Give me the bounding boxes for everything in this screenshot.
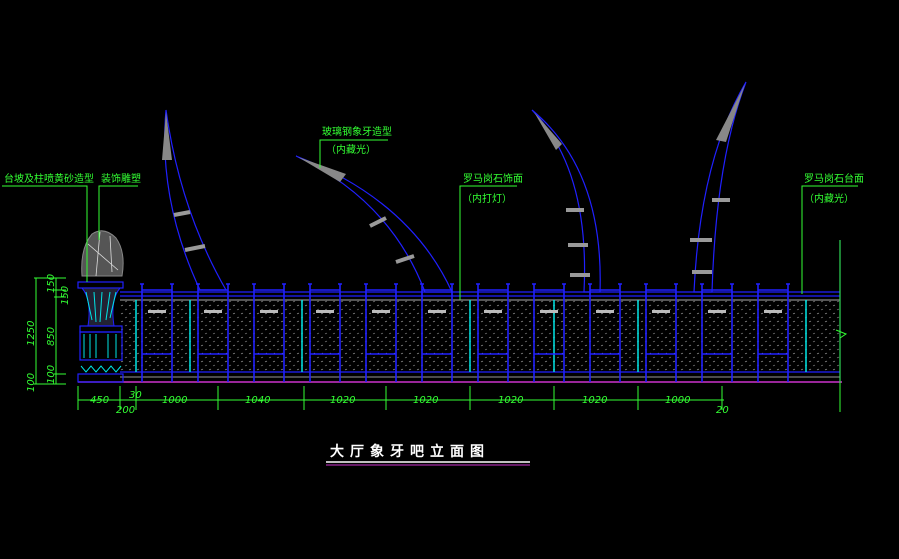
dim-h-1020b: 1020 — [413, 395, 438, 406]
dim-v-5: 100 — [26, 373, 37, 392]
bar-counter — [78, 240, 848, 412]
label-tusk: 玻璃钢象牙造型 — [322, 125, 392, 138]
dim-h-1020a: 1020 — [330, 395, 355, 406]
dim-h-200: 200 — [116, 405, 135, 416]
dim-h-1020c: 1020 — [498, 395, 523, 406]
label-tusk-note: （内藏光） — [326, 143, 376, 156]
horizontal-dimensions: 450 30 1000 1040 1020 1020 1020 1020 100… — [77, 386, 729, 416]
bar-stool — [756, 283, 790, 382]
label-facade: 罗马岗石饰面 — [463, 172, 523, 185]
dim-h-1000: 1000 — [162, 395, 187, 406]
dim-h-450: 450 — [90, 395, 109, 406]
bar-stool — [308, 283, 342, 382]
sculpture — [81, 230, 124, 277]
bar-stool — [252, 283, 286, 382]
dim-v-2: 1250 — [26, 321, 37, 346]
dim-v-3: 850 — [46, 327, 57, 346]
label-sculpture: 装饰雕塑 — [101, 172, 141, 185]
label-facade-note: （内打灯） — [462, 192, 512, 205]
drawing-title: 大厅象牙吧立面图 — [330, 443, 490, 460]
bar-stool — [476, 283, 510, 382]
vertical-dimensions: 150 150 1250 850 100 100 — [26, 274, 71, 392]
dim-v-1: 150 — [60, 286, 71, 305]
bar-stool — [364, 283, 398, 382]
ivory-tusks — [162, 81, 747, 293]
dim-h-30: 30 — [129, 390, 142, 401]
dim-h-1040: 1040 — [245, 395, 270, 406]
dim-h-1000b: 1000 — [665, 395, 690, 406]
dim-v-4: 100 — [46, 365, 57, 384]
dim-h-20: 20 — [716, 405, 729, 416]
label-counter: 罗马岗石台面 — [804, 172, 864, 185]
label-pedestal: 台坡及柱喷黄砂造型 — [4, 172, 94, 185]
bar-stool — [140, 283, 174, 382]
bar-stool — [644, 283, 678, 382]
dim-v-0: 150 — [46, 274, 57, 293]
bar-stool — [700, 283, 734, 382]
pedestal-column — [77, 230, 124, 383]
bar-stool — [588, 283, 622, 382]
bar-stool — [532, 283, 566, 382]
dim-h-1020d: 1020 — [582, 395, 607, 406]
label-counter-note: （内藏光） — [804, 192, 854, 205]
annotations: 台坡及柱喷黄砂造型 装饰雕塑 玻璃钢象牙造型 （内藏光） 罗马岗石饰面 （内打灯… — [2, 125, 864, 300]
